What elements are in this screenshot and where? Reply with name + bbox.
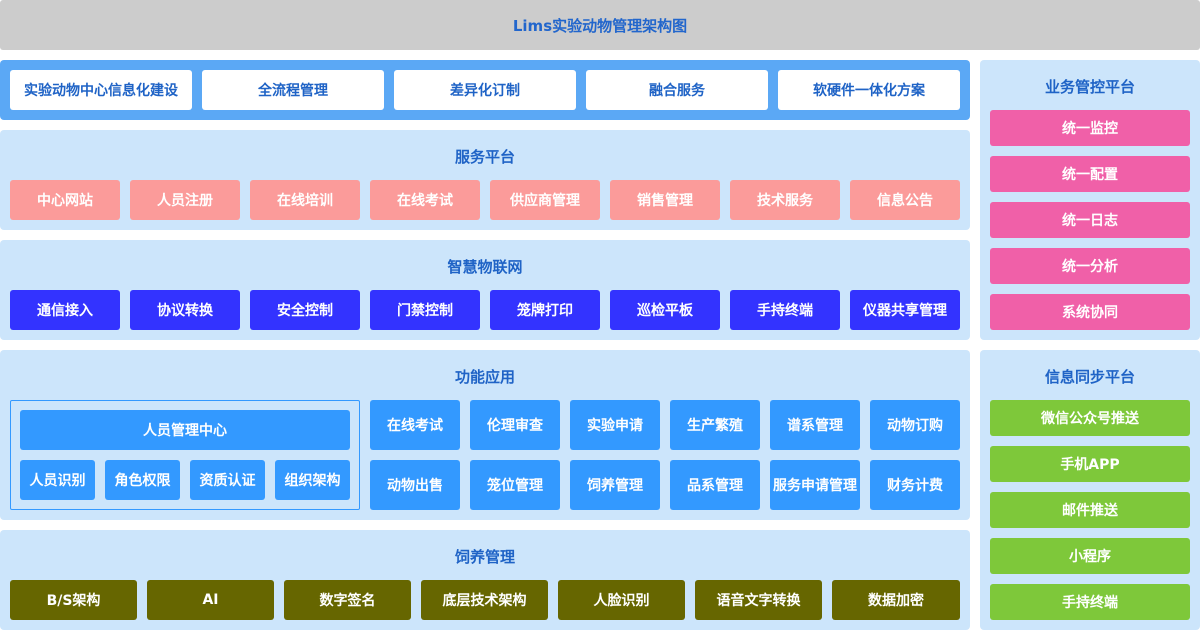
iot-panel: 智慧物联网 通信接入 协议转换 安全控制 门禁控制 笼牌打印 巡检平板 手持终端… — [0, 240, 970, 340]
function-item: 谱系管理 — [770, 400, 860, 450]
iot-item: 笼牌打印 — [490, 290, 600, 330]
breeding-item: B/S架构 — [10, 580, 137, 620]
iot-item: 仪器共享管理 — [850, 290, 960, 330]
person-center-item: 角色权限 — [105, 460, 180, 500]
business-control-item: 系统协同 — [990, 294, 1190, 330]
person-center-title: 人员管理中心 — [20, 410, 350, 450]
function-item: 在线考试 — [370, 400, 460, 450]
business-control-item: 统一监控 — [990, 110, 1190, 146]
info-sync-item: 手持终端 — [990, 584, 1190, 620]
function-item: 生产繁殖 — [670, 400, 760, 450]
person-center-frame: 人员管理中心 人员识别 角色权限 资质认证 组织架构 — [10, 400, 360, 510]
person-center-item: 人员识别 — [20, 460, 95, 500]
iot-item: 通信接入 — [10, 290, 120, 330]
function-item: 伦理审查 — [470, 400, 560, 450]
service-item: 在线考试 — [370, 180, 480, 220]
info-sync-item: 小程序 — [990, 538, 1190, 574]
business-control-item: 统一分析 — [990, 248, 1190, 284]
iot-title: 智慧物联网 — [447, 258, 523, 276]
function-item: 饲养管理 — [570, 460, 660, 510]
breeding-title: 饲养管理 — [454, 548, 515, 566]
iot-item: 手持终端 — [730, 290, 840, 330]
person-center-item: 资质认证 — [190, 460, 265, 500]
iot-item: 协议转换 — [130, 290, 240, 330]
service-item: 信息公告 — [850, 180, 960, 220]
breeding-item: AI — [147, 580, 274, 620]
service-item: 供应商管理 — [490, 180, 600, 220]
top-item: 融合服务 — [586, 70, 768, 110]
iot-item: 门禁控制 — [370, 290, 480, 330]
diagram-title: Lims实验动物管理架构图 — [0, 0, 1200, 50]
breeding-item: 人脸识别 — [558, 580, 685, 620]
service-item: 中心网站 — [10, 180, 120, 220]
service-platform-title: 服务平台 — [454, 148, 515, 166]
service-item: 在线培训 — [250, 180, 360, 220]
functions-title: 功能应用 — [454, 368, 515, 386]
iot-item: 安全控制 — [250, 290, 360, 330]
functions-panel: 功能应用 人员管理中心 人员识别 角色权限 资质认证 组织架构 在线考试 伦理审… — [0, 350, 970, 520]
business-control-item: 统一日志 — [990, 202, 1190, 238]
business-control-title: 业务管控平台 — [1044, 78, 1135, 96]
top-item: 软硬件一体化方案 — [778, 70, 960, 110]
info-sync-item: 手机APP — [990, 446, 1190, 482]
top-item: 实验动物中心信息化建设 — [10, 70, 192, 110]
info-sync-item: 微信公众号推送 — [990, 400, 1190, 436]
top-row-panel: 实验动物中心信息化建设 全流程管理 差异化订制 融合服务 软硬件一体化方案 — [0, 60, 970, 120]
function-item: 笼位管理 — [470, 460, 560, 510]
info-sync-panel: 信息同步平台 微信公众号推送 手机APP 邮件推送 小程序 手持终端 — [980, 350, 1200, 630]
function-item: 品系管理 — [670, 460, 760, 510]
breeding-item: 语音文字转换 — [695, 580, 822, 620]
breeding-item: 底层技术架构 — [421, 580, 548, 620]
breeding-item: 数据加密 — [832, 580, 960, 620]
service-item: 人员注册 — [130, 180, 240, 220]
info-sync-title: 信息同步平台 — [1044, 368, 1135, 386]
service-platform-panel: 服务平台 中心网站 人员注册 在线培训 在线考试 供应商管理 销售管理 技术服务… — [0, 130, 970, 230]
business-control-panel: 业务管控平台 统一监控 统一配置 统一日志 统一分析 系统协同 — [980, 60, 1200, 340]
function-item: 实验申请 — [570, 400, 660, 450]
person-center-item: 组织架构 — [275, 460, 350, 500]
business-control-item: 统一配置 — [990, 156, 1190, 192]
top-item: 差异化订制 — [394, 70, 576, 110]
breeding-panel: 饲养管理 B/S架构 AI 数字签名 底层技术架构 人脸识别 语音文字转换 数据… — [0, 530, 970, 630]
info-sync-item: 邮件推送 — [990, 492, 1190, 528]
function-item: 动物出售 — [370, 460, 460, 510]
function-item: 服务申请管理 — [770, 460, 860, 510]
iot-item: 巡检平板 — [610, 290, 720, 330]
function-item: 财务计费 — [870, 460, 960, 510]
top-item: 全流程管理 — [202, 70, 384, 110]
function-item: 动物订购 — [870, 400, 960, 450]
breeding-item: 数字签名 — [284, 580, 411, 620]
service-item: 技术服务 — [730, 180, 840, 220]
service-item: 销售管理 — [610, 180, 720, 220]
